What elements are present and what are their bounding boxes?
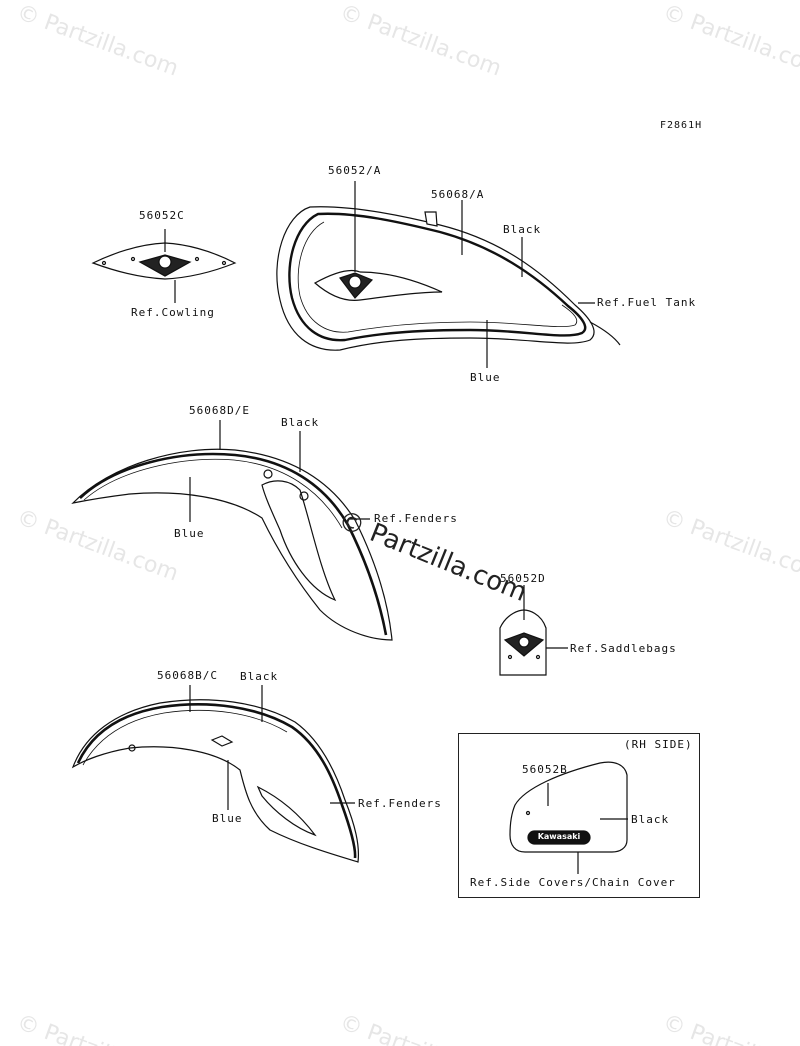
side-cover-black-label: Black	[631, 813, 670, 826]
saddlebag-emblem-drawing	[499, 585, 568, 676]
front-fender-part-number: 56068D/E	[189, 404, 250, 417]
side-cover-drawing	[509, 761, 628, 874]
cowling-part-number: 56052C	[139, 209, 185, 222]
cowling-emblem-drawing	[91, 229, 237, 303]
fuel-tank-ref-label: Ref.Fuel Tank	[597, 296, 697, 309]
fuel-tank-part-number-a: 56052/A	[328, 164, 382, 177]
rear-fender-ref-label: Ref.Fenders	[358, 797, 442, 810]
front-fender-black-label: Black	[281, 416, 320, 429]
rh-side-inset-box	[458, 733, 700, 898]
rear-fender-black-label: Black	[240, 670, 279, 683]
fuel-tank-drawing	[276, 181, 621, 368]
front-fender-ref-label: Ref.Fenders	[374, 512, 458, 525]
rear-fender-blue-label: Blue	[212, 812, 243, 825]
front-fender-drawing	[71, 420, 393, 641]
front-fender-blue-label: Blue	[174, 527, 205, 540]
rear-fender-part-number: 56068B/C	[157, 669, 218, 682]
saddlebags-ref-label: Ref.Saddlebags	[570, 642, 677, 655]
side-cover-part-number: 56052B	[522, 763, 568, 776]
fuel-tank-part-number-b: 56068/A	[431, 188, 485, 201]
fuel-tank-blue-label: Blue	[470, 371, 501, 384]
saddlebags-part-number: 56052D	[500, 572, 546, 585]
rh-side-label: (RH SIDE)	[624, 738, 693, 751]
kawasaki-emblem-text: Kawasaki	[537, 832, 581, 841]
figure-code: F2861H	[660, 120, 703, 131]
fuel-tank-black-label: Black	[503, 223, 542, 236]
side-cover-ref-label: Ref.Side Covers/Chain Cover	[470, 876, 676, 889]
cowling-ref-label: Ref.Cowling	[131, 306, 215, 319]
rear-fender-drawing	[71, 685, 360, 863]
